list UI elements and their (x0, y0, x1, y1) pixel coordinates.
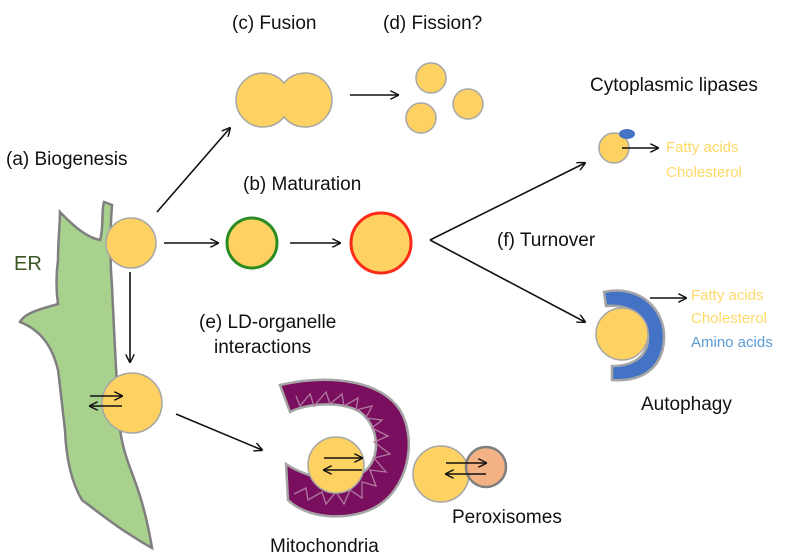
arrow-to-fusion (156, 128, 230, 213)
fission-droplet-3 (405, 102, 437, 134)
fusion-label: (c) Fusion (232, 13, 316, 34)
peroxisomes-label: Peroxisomes (452, 507, 562, 528)
peroxisome (464, 445, 508, 489)
arrow-to-mitochondria (175, 413, 262, 450)
autophagy-product-cholesterol: Cholesterol (691, 310, 767, 327)
interactions-label-line1: (e) LD-organelle (199, 312, 336, 333)
autophagy-droplet (595, 307, 649, 361)
fission-label: (d) Fission? (383, 13, 482, 34)
er-shape (18, 200, 154, 551)
arrow-to-autophagy (429, 239, 585, 322)
fission-droplet-1 (415, 62, 447, 94)
lipase-product-fatty-acids: Fatty acids (666, 139, 739, 156)
autophagy-product-fatty-acids: Fatty acids (691, 287, 764, 304)
fission-droplet-2 (452, 88, 484, 120)
mitochondria-label: Mitochondria (270, 536, 379, 557)
er-attached-droplet (101, 372, 163, 434)
biogenesis-label: (a) Biogenesis (6, 149, 127, 170)
lipase-product-cholesterol: Cholesterol (666, 164, 742, 181)
autophagy-label: Autophagy (641, 394, 732, 415)
nascent-lipid-droplet (105, 217, 157, 269)
mitochondria-contact-droplet (307, 436, 365, 494)
er-label: ER (14, 253, 42, 275)
cytoplasmic-lipases-label: Cytoplasmic lipases (590, 75, 758, 96)
early-maturing-droplet (225, 216, 279, 270)
arrow-to-lipolysis (429, 163, 585, 241)
turnover-label: (f) Turnover (497, 230, 596, 251)
mature-lipid-droplet (349, 211, 413, 275)
autophagy-product-amino-acids: Amino acids (691, 334, 773, 351)
lipase-enzyme (619, 129, 635, 139)
maturation-label: (b) Maturation (243, 174, 361, 195)
mitochondrion-outer (278, 378, 411, 518)
fusing-lipid-droplets (235, 72, 333, 128)
interactions-label-line2: interactions (214, 337, 311, 358)
